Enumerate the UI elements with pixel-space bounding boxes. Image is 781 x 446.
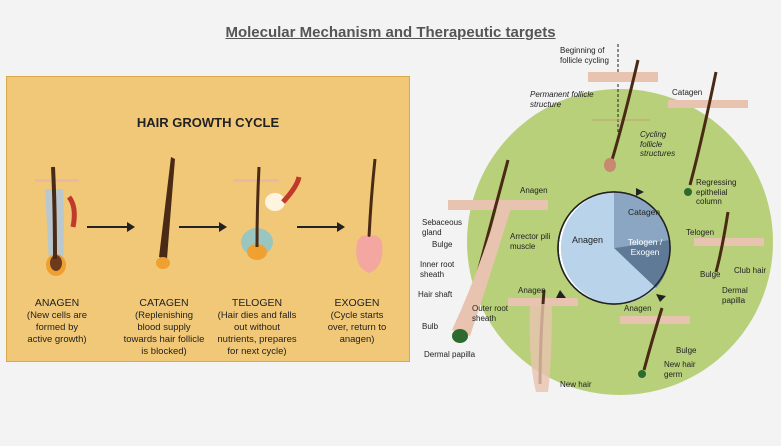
pie-telogen-slice xyxy=(614,240,671,288)
label-bulge-left: Bulge xyxy=(432,240,453,249)
hair-shaft xyxy=(159,157,175,259)
arrow-2-head xyxy=(219,222,227,232)
skin-line xyxy=(233,179,279,182)
label-dermal-papilla-left: Dermal papilla xyxy=(424,350,476,359)
muscle xyxy=(281,176,302,204)
label-hair-shaft: Hair shaft xyxy=(418,290,453,299)
pie-label-telogen: Telogen / Exogen xyxy=(627,237,663,257)
skin-layer-anagen xyxy=(448,200,548,210)
label-bulb: Bulb xyxy=(422,322,439,331)
skin-layer-top xyxy=(588,72,658,82)
label-anagen-bottom-left: Anagen xyxy=(518,286,546,295)
anagen-follicle-graphic xyxy=(35,166,79,276)
panel-title: HAIR GROWTH CYCLE xyxy=(136,115,280,130)
anagen-papilla xyxy=(452,329,468,343)
catagen-hair xyxy=(688,71,718,186)
cycle-arrow-2 xyxy=(656,294,666,302)
label-anagen-left: Anagen xyxy=(520,186,548,195)
hair-cycle-illustration xyxy=(35,157,383,276)
anagen-sheath xyxy=(452,200,512,336)
gland xyxy=(265,193,285,211)
hair-shaft xyxy=(51,166,57,260)
arrow-1-head xyxy=(127,222,135,232)
cycle-arrow-3 xyxy=(556,290,566,298)
bottom-left-sheath xyxy=(529,304,552,392)
stage-exogen-name: EXOGEN xyxy=(334,297,380,309)
bottom-right-hair xyxy=(642,307,664,371)
label-bulge-right: Bulge xyxy=(700,270,721,279)
telogen-hair xyxy=(714,211,730,273)
bulb xyxy=(247,244,267,260)
hair-shaft xyxy=(255,166,261,248)
pie-label-catagen: Catagen xyxy=(628,207,661,217)
skin-line xyxy=(35,179,79,182)
muscle xyxy=(66,195,77,228)
label-bulge-bottom: Bulge xyxy=(676,346,697,355)
top-bulb xyxy=(604,158,616,172)
telogen-follicle-graphic xyxy=(233,166,302,260)
label-new-hair: New hair xyxy=(560,380,592,389)
stage-telogen-name: TELOGEN xyxy=(231,297,283,309)
label-club-hair: Club hair xyxy=(734,266,767,275)
arrow-3-head xyxy=(337,222,345,232)
skin-layer-telogen xyxy=(694,238,764,246)
pie-catagen-slice xyxy=(614,192,669,248)
new-hair-germ-dot xyxy=(638,370,646,378)
catagen-follicle-graphic xyxy=(156,157,175,269)
pie-label-anagen: Anagen xyxy=(572,235,604,245)
exogen-follicle-graphic xyxy=(356,158,383,273)
hair-growth-cycle-panel: HAIR GROWTH CYCLE xyxy=(6,76,410,362)
label-telogen: Telogen xyxy=(686,228,715,237)
stage-anagen-name: ANAGEN xyxy=(34,297,80,309)
page-title: Molecular Mechanism and Therapeutic targ… xyxy=(225,24,556,41)
top-hair xyxy=(610,59,640,161)
label-catagen-top: Catagen xyxy=(672,88,703,97)
stage-catagen-name: CATAGEN xyxy=(139,297,189,309)
label-anagen-bottom-right: Anagen xyxy=(624,304,652,313)
bulb xyxy=(156,257,170,269)
hair-shaft xyxy=(367,158,377,238)
skin-layer-bottom-right xyxy=(620,316,690,324)
catagen-bulb xyxy=(684,188,692,196)
pie-anagen-slice xyxy=(560,192,656,304)
bulb xyxy=(356,235,383,273)
cycle-arrow-1 xyxy=(636,188,644,196)
